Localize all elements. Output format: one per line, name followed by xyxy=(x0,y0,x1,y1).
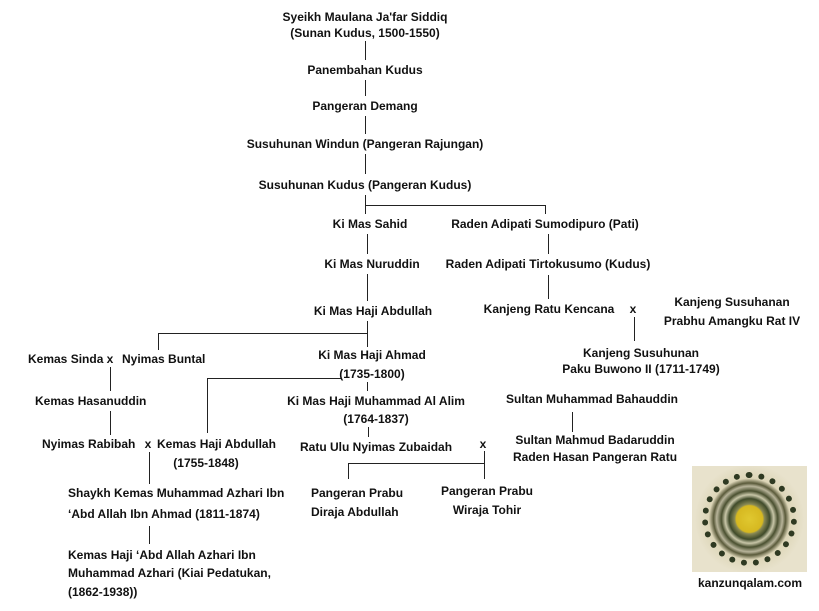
connector-line xyxy=(149,452,150,484)
person-n16a: Kanjeng Susuhunan xyxy=(582,346,700,360)
person-n2: Panembahan Kudus xyxy=(307,63,423,77)
connector-line xyxy=(158,333,368,334)
connector-line xyxy=(365,116,366,134)
person-n5: Susuhunan Kudus (Pangeran Kudus) xyxy=(258,178,472,192)
person-n21a: Kemas Haji Abdullah xyxy=(157,437,276,451)
connector-line xyxy=(545,205,546,214)
connector-line xyxy=(348,463,349,479)
person-n27c: (1862-1938)) xyxy=(68,585,138,599)
connector-line xyxy=(149,526,150,544)
connector-line xyxy=(365,195,366,205)
connector-line xyxy=(548,234,549,254)
person-n23b: Raden Hasan Pangeran Ratu xyxy=(512,450,678,464)
connector-line xyxy=(368,427,369,437)
person-n24a: Shaykh Kemas Muhammad Azhari Ibn xyxy=(68,486,285,500)
connector-line xyxy=(367,321,368,347)
person-n22: Ratu Ulu Nyimas Zubaidah xyxy=(300,440,453,454)
person-n15b: (1735-1800) xyxy=(339,367,405,381)
person-n3: Pangeran Demang xyxy=(312,99,418,113)
connector-line xyxy=(207,378,208,433)
person-n16b: Paku Buwono II (1711-1749) xyxy=(562,362,720,376)
person-n12a: Kanjeng Susuhanan xyxy=(674,295,790,309)
connector-line xyxy=(110,367,111,391)
person-n27a: Kemas Haji ‘Abd Allah Azhari Ibn xyxy=(68,548,256,562)
connector-line xyxy=(207,378,341,379)
person-n25b: Diraja Abdullah xyxy=(311,505,399,519)
connector-line xyxy=(367,234,368,254)
person-n7: Raden Adipati Sumodipuro (Pati) xyxy=(451,217,639,231)
person-n21b: (1755-1848) xyxy=(173,456,239,470)
person-n18b: (1764-1837) xyxy=(343,412,409,426)
person-n25a: Pangeran Prabu xyxy=(311,486,404,500)
marriage-symbol: x xyxy=(479,437,487,451)
connector-line xyxy=(365,205,366,214)
connector-line xyxy=(365,205,546,206)
person-n27b: Muhammad Azhari (Kiai Pedatukan, xyxy=(68,566,271,580)
person-n23a: Sultan Mahmud Badaruddin xyxy=(515,433,675,447)
person-n15a: Ki Mas Haji Ahmad xyxy=(318,348,426,362)
person-n1b: (Sunan Kudus, 1500-1550) xyxy=(290,26,440,40)
connector-line xyxy=(348,463,485,464)
connector-line xyxy=(484,451,485,479)
person-n17: Kemas Hasanuddin xyxy=(35,394,147,408)
person-n9: Raden Adipati Tirtokusumo (Kudus) xyxy=(445,257,651,271)
connector-line xyxy=(367,274,368,301)
connector-line xyxy=(572,412,573,432)
person-n14: Nyimas Buntal xyxy=(122,352,206,366)
person-n12b: Prabhu Amangku Rat IV xyxy=(663,314,801,328)
person-n19: Sultan Muhammad Bahauddin xyxy=(505,392,679,406)
person-n18a: Ki Mas Haji Muhammad Al Alim xyxy=(287,394,465,408)
person-n4: Susuhunan Windun (Pangeran Rajungan) xyxy=(246,137,484,151)
watermark-text: kanzunqalam.com xyxy=(697,576,803,590)
person-n1a: Syeikh Maulana Ja'far Siddiq xyxy=(282,10,448,24)
person-n20: Nyimas Rabibah xyxy=(42,437,136,451)
connector-line xyxy=(548,275,549,299)
connector-line xyxy=(158,333,159,350)
marriage-symbol: x xyxy=(629,302,637,316)
person-n10: Ki Mas Haji Abdullah xyxy=(313,304,433,318)
person-n13: Kemas Sinda xyxy=(28,352,104,366)
connector-line xyxy=(367,382,368,391)
connector-line xyxy=(365,154,366,174)
connector-line xyxy=(365,41,366,60)
person-n8: Ki Mas Nuruddin xyxy=(324,257,420,271)
connector-line xyxy=(110,411,111,435)
connector-line xyxy=(365,80,366,96)
person-n26b: Wiraja Tohir xyxy=(452,503,522,517)
person-n26a: Pangeran Prabu xyxy=(440,484,534,498)
marriage-symbol: x xyxy=(106,352,114,366)
marriage-symbol: x xyxy=(144,437,152,451)
ornament-logo-image xyxy=(692,466,807,572)
person-n11: Kanjeng Ratu Kencana xyxy=(483,302,615,316)
person-n24b: ‘Abd Allah Ibn Ahmad (1811-1874) xyxy=(68,507,260,521)
connector-line xyxy=(634,317,635,341)
person-n6: Ki Mas Sahid xyxy=(332,217,408,231)
